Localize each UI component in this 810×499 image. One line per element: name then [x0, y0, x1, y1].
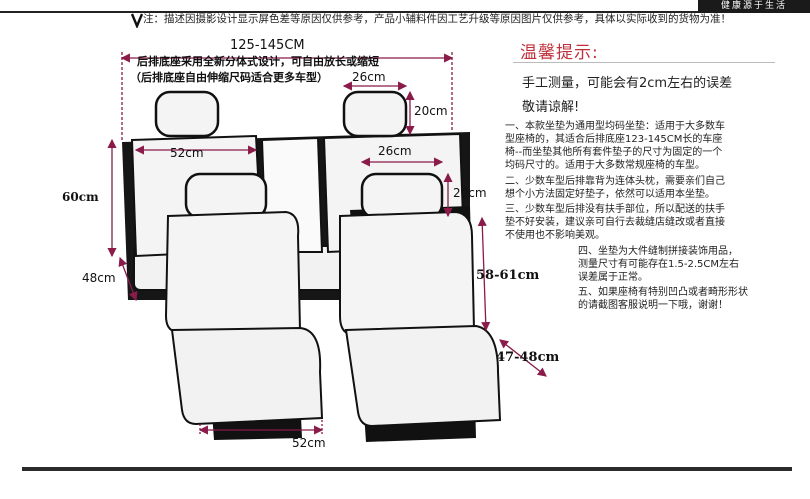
top-desc-1: 后排底座采用全新分体式设计，可自由放长或缩短	[137, 55, 379, 68]
note-line: 想个小方法固定好垫子，依然可以适用本坐垫。	[505, 189, 715, 200]
tips-title: 温馨提示:	[520, 43, 599, 63]
note-line: 误差属于正常。	[578, 272, 648, 283]
note-line: 均码尺寸的。适用于大多数常规座椅的车型。	[505, 160, 705, 171]
front-right-headrest	[360, 172, 444, 220]
dim-front-headrest-height: 20cm	[453, 186, 487, 200]
note-line: 垫不好安装，建议亲可自行去裁缝店缝改或者直接	[505, 217, 725, 228]
dim-rear-headrest-height: 20cm	[414, 104, 448, 118]
front-left-cushion	[170, 326, 324, 426]
note-line: 型座椅的，其适合后排底座123-145CM长的车座	[505, 134, 723, 145]
front-right-back	[339, 210, 476, 336]
front-left-headrest	[184, 172, 268, 220]
dim-rear-headrest-width: 26cm	[352, 70, 386, 84]
note-line: 测量尺寸有可能存在1.5-2.5CM左右	[578, 259, 740, 270]
dim-rear-back-width: 52cm	[170, 146, 204, 160]
dim-top-width: 125-145CM	[230, 38, 305, 53]
rear-headrest-right	[342, 90, 408, 138]
note-line: 五、如果座椅有特别凹凸或者畸形形状	[578, 287, 748, 298]
top-desc-2: （后排底座自由伸缩尺码适合更多车型）	[130, 71, 328, 84]
dim-front-cushion-width: 52cm	[292, 436, 326, 450]
note-line: 不使用也不影响美观。	[505, 230, 605, 241]
note-line: 一、本款坐垫为通用型均码坐垫：适用于大多数车	[505, 121, 725, 132]
disclaimer-note: 注：描述因摄影设计显示屏色差等原因仅供参考，产品小辅料件因工艺升级等原因图片仅供…	[143, 13, 731, 25]
banner-line	[0, 11, 810, 13]
top-banner: 健康源于生活 注：描述因摄影设计显示屏色差等原因仅供参考，产品小辅料件因工艺升级…	[0, 0, 810, 28]
chevron-down-icon	[130, 13, 144, 28]
dim-seat-height: 60cm	[62, 190, 99, 204]
note-line: 三、少数车型后排没有扶手部位，所以配送的扶手	[505, 204, 725, 215]
note-line: 四、坐垫为大件缝制拼接装饰用品，	[578, 246, 738, 257]
front-left-back	[164, 210, 302, 334]
note-line: 的请截图客服说明一下哦，谢谢！	[578, 300, 728, 311]
dim-front-back-height: 58-61cm	[476, 268, 540, 283]
tips-line-2: 敬请谅解!	[522, 100, 580, 115]
tips-divider	[513, 62, 775, 63]
rear-headrest-left	[154, 90, 220, 138]
note-line: 二、少数车型后排靠背为连体头枕，需要亲们自己	[505, 176, 725, 187]
front-right-cushion	[344, 324, 502, 428]
brand-tag: 健康源于生活	[698, 0, 810, 13]
dim-seat-depth: 48cm	[82, 271, 116, 285]
dim-front-headrest-width: 26cm	[378, 144, 412, 158]
note-line: 椅--而坐垫其他所有套件垫子的尺寸为固定的一个	[505, 147, 723, 158]
dim-front-cushion-depth: 47-48cm	[496, 350, 560, 365]
bottom-divider	[22, 467, 792, 471]
tips-line-1: 手工测量，可能会有2cm左右的误差	[522, 76, 733, 91]
